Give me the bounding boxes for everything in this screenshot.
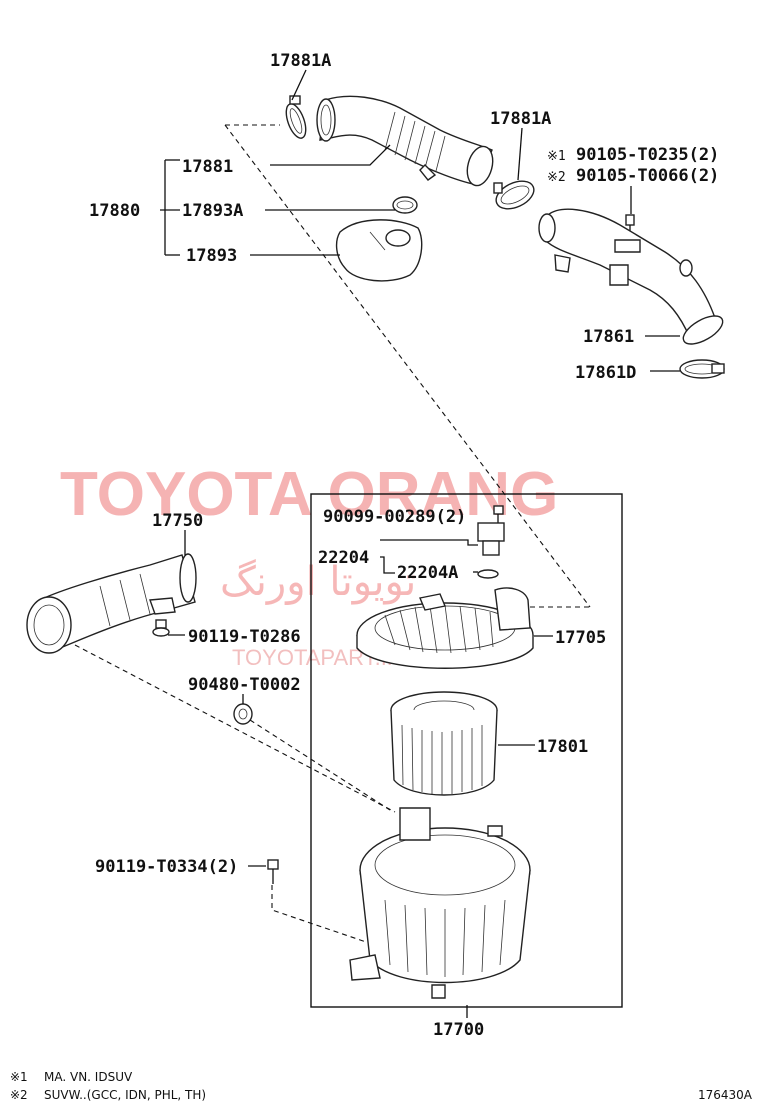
label-90119-t0286: 90119-T0286	[188, 627, 301, 647]
grommet-icon	[233, 703, 253, 725]
label-17700: 17700	[433, 1020, 484, 1040]
air-filter-element-icon	[390, 691, 498, 796]
label-17881: 17881	[182, 157, 233, 177]
label-90480-t0002: 90480-T0002	[188, 675, 301, 695]
resonator-icon	[335, 219, 423, 282]
bolt-90119-t0286-icon	[152, 619, 170, 637]
label-17893a: 17893A	[182, 201, 243, 221]
label-17705: 17705	[555, 628, 606, 648]
cleaner-cap-icon	[356, 587, 534, 669]
note2-mark: ※2	[547, 170, 566, 185]
label-17893: 17893	[186, 246, 237, 266]
footnote-2-text: SUVW..(GCC, IDN, PHL, TH)	[44, 1088, 206, 1102]
label-22204a: 22204A	[397, 563, 458, 583]
label-17801: 17801	[537, 737, 588, 757]
label-17880: 17880	[89, 201, 140, 221]
footnote-1-text: MA. VN. IDSUV	[44, 1070, 133, 1084]
air-cleaner-case-icon	[349, 807, 531, 999]
note1-mark: ※1	[547, 149, 566, 164]
label-17750: 17750	[152, 511, 203, 531]
airflow-sensor-icon	[477, 522, 505, 579]
leader-lines	[160, 69, 680, 1018]
hose-clamp-top-icon	[285, 95, 307, 139]
label-90119-t0334: 90119-T0334(2)	[95, 857, 238, 877]
footnote-1-mark: ※1	[10, 1070, 28, 1084]
figure-id: 176430A	[698, 1088, 753, 1102]
label-90099-00289: 90099-00289(2)	[323, 507, 466, 527]
assembly-guides	[74, 124, 591, 946]
footnote-2-mark: ※2	[10, 1088, 28, 1102]
label-22204: 22204	[318, 548, 369, 568]
label-17881a-right: 17881A	[490, 109, 551, 129]
hose-clamp-right-icon	[493, 180, 535, 210]
label-90105-t0235: 90105-T0235(2)	[576, 145, 719, 165]
pipe-clamp-icon	[679, 359, 725, 379]
intake-pipe-icon	[538, 208, 724, 345]
label-17861d: 17861D	[575, 363, 636, 383]
bolt-90119-t0334-icon	[267, 859, 279, 884]
intake-hose-icon	[316, 95, 494, 187]
intake-duct-icon	[26, 553, 197, 654]
small-clamp-icon	[392, 196, 418, 214]
label-90105-t0066: 90105-T0066(2)	[576, 166, 719, 186]
label-17861: 17861	[583, 327, 634, 347]
label-17881a-top: 17881A	[270, 51, 331, 71]
